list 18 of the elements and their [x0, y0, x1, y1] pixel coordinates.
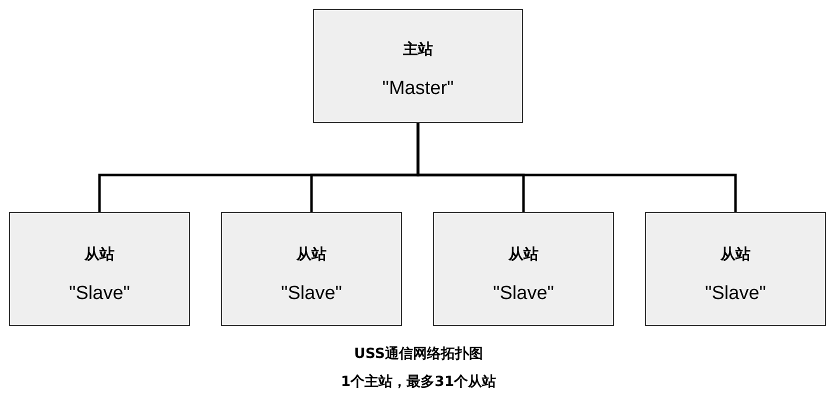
station-title: 从站 — [507, 245, 540, 264]
station-title: 从站 — [295, 245, 328, 264]
master-station-box — [313, 9, 523, 123]
station-label: "Slave" — [492, 283, 556, 305]
station-label: "Slave" — [68, 283, 132, 305]
note-text: 1个主站，最多31个从站 — [340, 373, 498, 391]
slave-station-box — [645, 212, 826, 326]
station-label: "Master" — [381, 78, 455, 100]
slave-station-box — [433, 212, 614, 326]
station-title: 从站 — [83, 245, 116, 264]
slave-station-box — [9, 212, 190, 326]
caption: USS通信网络拓扑图 — [353, 345, 484, 363]
station-title: 从站 — [719, 245, 752, 264]
slave-station-box — [221, 212, 402, 326]
connector-line — [416, 123, 737, 212]
station-title: 主站 — [402, 40, 434, 59]
station-label: "Slave" — [704, 283, 768, 305]
station-label: "Slave" — [280, 283, 344, 305]
